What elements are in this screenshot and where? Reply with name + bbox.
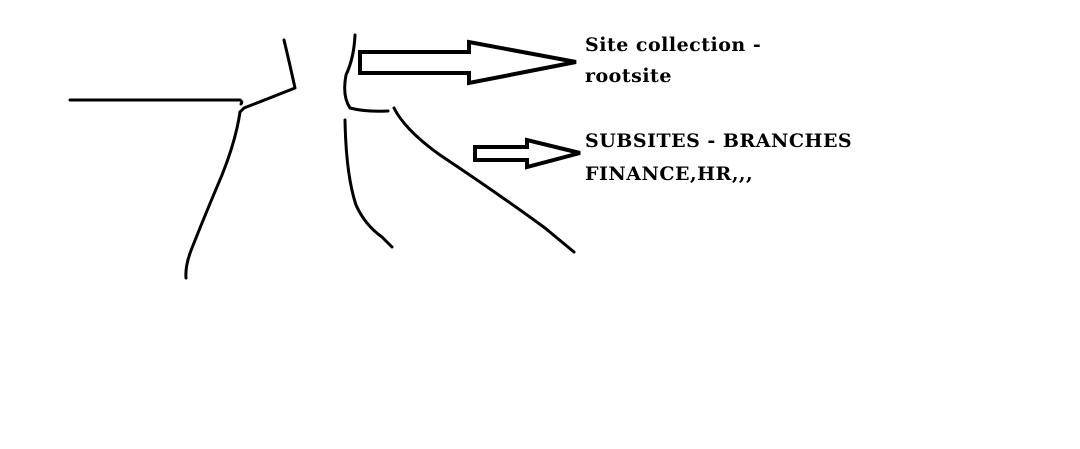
tree-trunk-left [184,110,242,280]
rootsite-annotation-line-2: rootsite [585,65,672,87]
rootsite-arrow-icon [358,39,577,86]
tree-right-root [392,106,576,254]
tree-left-branch [68,98,244,106]
subsites-annotation-line-2: FINANCE,HR,,, [585,163,753,185]
rootsite-annotation-line-1: Site collection - [585,34,761,56]
rootsite-annotation: Site collection - rootsite [585,34,761,87]
subsites-annotation: SUBSITES - BRANCHES FINANCE,HR,,, [585,130,852,185]
tree-trunk-right-lower [343,118,394,249]
subsites-annotation-line-1: SUBSITES - BRANCHES [585,130,852,152]
tree-upper-twig [238,38,297,114]
tree-sketch [68,33,576,280]
subsites-arrow-icon [473,137,581,170]
tree-trunk-right-upper [343,33,390,113]
